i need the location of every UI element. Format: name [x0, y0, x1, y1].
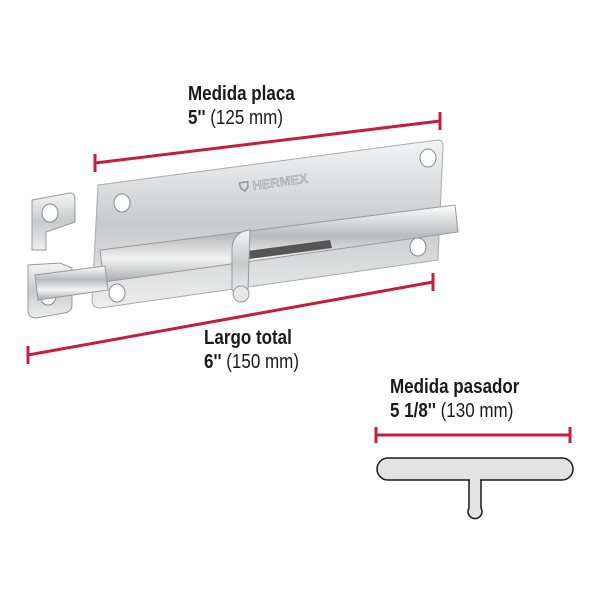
total-label: Largo total	[204, 327, 292, 349]
pin-dimension-label: Medida pasador 5 1/8'' (130 mm)	[390, 375, 519, 423]
plate-dimension-label: Medida placa 5'' (125 mm)	[188, 82, 295, 130]
pin-metric: (130 mm)	[440, 400, 514, 422]
pin-dimension-line	[374, 427, 572, 443]
total-dimension-line	[26, 273, 435, 364]
plate-dimension-line	[93, 112, 442, 172]
pin-label: Medida pasador	[390, 376, 520, 398]
total-dimension-label: Largo total 6'' (150 mm)	[204, 326, 299, 374]
pin-outline-icon	[376, 457, 574, 520]
plate-imperial: 5''	[188, 107, 206, 129]
plate-metric: (125 mm)	[210, 107, 284, 129]
keeper-bracket	[27, 192, 76, 319]
pin-imperial: 5 1/8''	[390, 400, 436, 422]
total-metric: (150 mm)	[226, 351, 300, 373]
sliding-bolt	[34, 204, 459, 303]
plate-label: Medida placa	[188, 83, 295, 105]
total-imperial: 6''	[204, 351, 222, 373]
